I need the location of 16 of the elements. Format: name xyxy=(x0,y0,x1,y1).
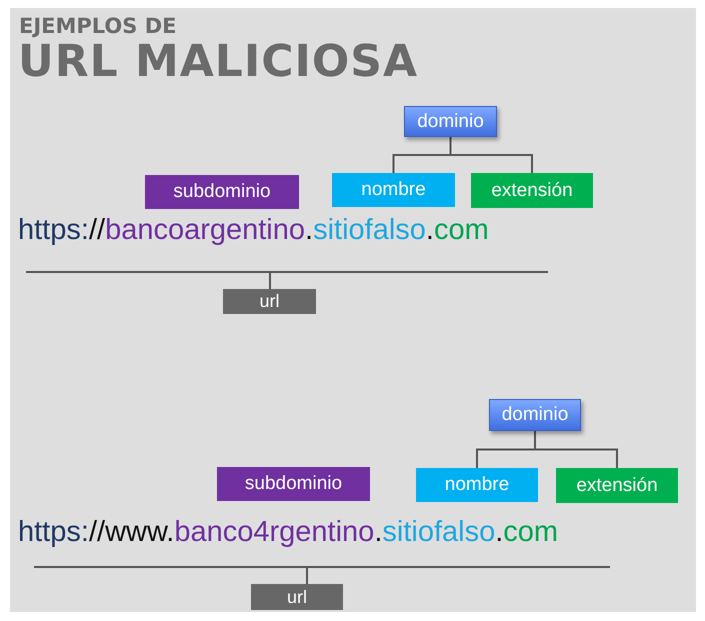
url-box: url xyxy=(223,289,316,314)
subtitle: EJEMPLOS DE xyxy=(19,14,176,38)
url-box: url xyxy=(251,584,343,610)
domain-box: dominio xyxy=(404,106,497,137)
name-box: nombre xyxy=(416,468,538,502)
connector-line xyxy=(534,431,618,468)
extension-box: extensión xyxy=(471,173,593,208)
name-box: nombre xyxy=(332,173,455,207)
url-text: https://www.banco4rgentino.sitiofalso.com xyxy=(18,516,558,549)
connector-line xyxy=(450,137,533,173)
subdomain-box: subdominio xyxy=(217,467,370,501)
extension-box: extensión xyxy=(556,468,678,503)
domain-box: dominio xyxy=(489,399,581,431)
title: URL MALICIOSA xyxy=(18,36,418,87)
subdomain-box: subdominio xyxy=(145,175,299,209)
url-text: https://bancoargentino.sitiofalso.com xyxy=(18,214,489,247)
